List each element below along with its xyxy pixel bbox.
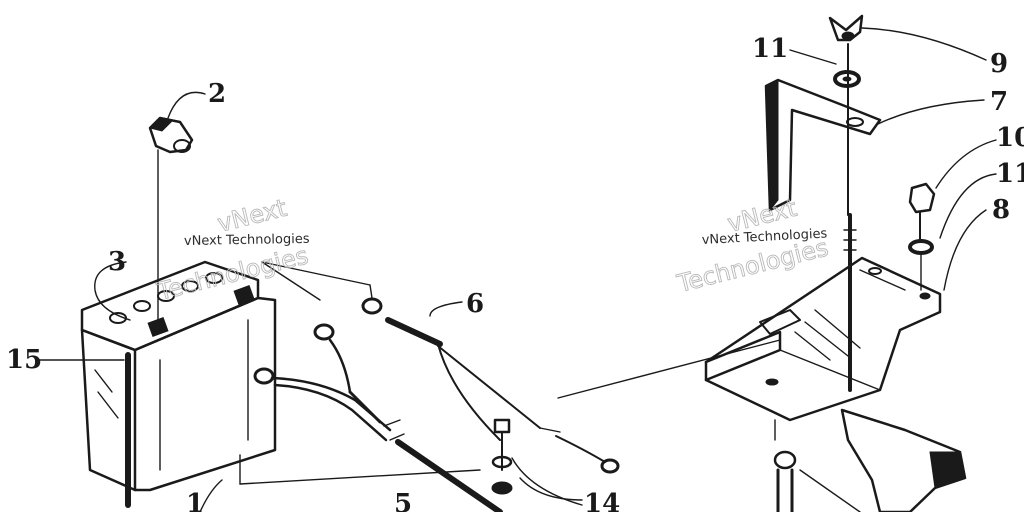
callout-15: 15: [6, 345, 42, 375]
wing-nut-part: [828, 14, 864, 42]
callout-6: 6: [466, 289, 484, 319]
hold-down-bracket-part: [764, 78, 882, 212]
battery-cables: [239, 261, 781, 512]
battery-part: [80, 260, 277, 508]
tray-mount-bracket: [840, 408, 967, 512]
lower-strap-part: [773, 419, 861, 512]
terminal-cap-part: [148, 116, 194, 321]
callout-7: 7: [990, 87, 1008, 117]
callout-8: 8: [992, 195, 1010, 225]
svg-text:vNext Technologies: vNext Technologies: [701, 226, 827, 248]
battery-tray-part: [704, 256, 942, 422]
callout-2: 2: [208, 79, 226, 109]
callout-5: 5: [394, 489, 412, 512]
callout-1: 1: [186, 489, 204, 512]
watermark-right: vNext Technologies vNext Technologies: [673, 193, 831, 298]
callout-14: 14: [584, 489, 620, 512]
callout-10: 10: [996, 123, 1024, 153]
nut-part: [908, 182, 936, 241]
leader-lines: [39, 27, 997, 512]
svg-text:vNext Technologies: vNext Technologies: [184, 232, 310, 249]
callout-11-top: 11: [752, 34, 788, 64]
washer-part-lower: [908, 239, 934, 291]
callout-11-right: 11: [996, 159, 1024, 189]
watermark-left: vNext Technologies vNext Technologies: [153, 193, 311, 306]
svg-text:Technologies: Technologies: [154, 241, 311, 306]
threaded-rod-part: [843, 43, 857, 392]
svg-text:vNext: vNext: [215, 194, 290, 238]
callout-9: 9: [990, 49, 1008, 79]
callout-labels: 2 3 15 1 5 6 14 11 9 7 10 11 8: [6, 34, 1024, 512]
callout-3: 3: [108, 247, 126, 277]
